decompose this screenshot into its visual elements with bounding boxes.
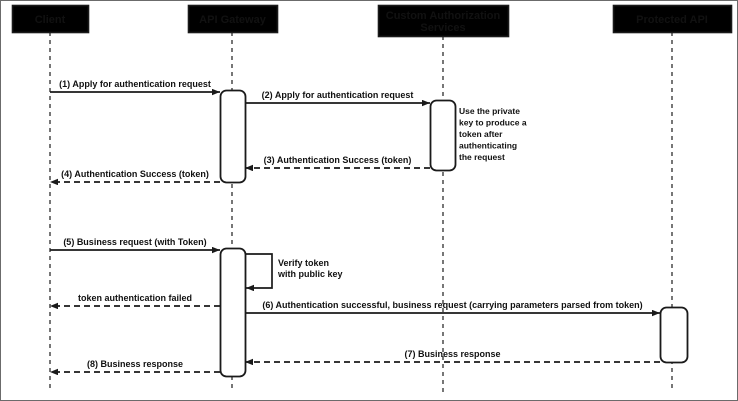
participants-layer: Client API Gateway Custom AuthorizationSer… — [11, 4, 733, 38]
participant-label-line2: Services — [420, 22, 465, 34]
participant-box — [612, 4, 733, 34]
self-message-label-line2: with public key — [277, 269, 343, 279]
message-label: token authentication failed — [78, 293, 192, 303]
participant-client[interactable]: Client — [11, 4, 90, 34]
message-label: (4) Authentication Success (token) — [61, 169, 209, 179]
note-line: the request — [459, 152, 505, 162]
note-line: Use the private — [459, 106, 520, 116]
messages-layer: (1) Apply for authentication request (2) … — [50, 79, 660, 376]
note-line: authenticating — [459, 141, 517, 151]
message-6: (6) Authentication successful, business … — [245, 300, 660, 317]
activation-bar-api — [659, 306, 689, 364]
participant-label: API Gateway — [199, 14, 267, 26]
message-2: (2) Apply for authentication request — [245, 90, 430, 107]
participant-box — [187, 4, 279, 34]
message-5: (5) Business request (with Token) — [50, 237, 220, 254]
message-8: (8) Business response — [50, 359, 220, 376]
activation-bar-authsvc — [429, 99, 457, 172]
note-line: key to produce a — [459, 118, 527, 128]
message-label: (2) Apply for authentication request — [262, 90, 414, 100]
participant-box — [377, 4, 510, 38]
note-line: token after — [459, 129, 503, 139]
participant-api[interactable]: Protected API — [612, 4, 733, 34]
message-label: (8) Business response — [87, 359, 183, 369]
message-label: (6) Authentication successful, business … — [262, 300, 642, 310]
participant-gateway[interactable]: API Gateway — [187, 4, 279, 34]
participant-label: Custom Authorization — [386, 10, 501, 22]
message-1: (1) Apply for authentication request — [50, 79, 220, 96]
message-label: (7) Business response — [404, 349, 500, 359]
message-label: (3) Authentication Success (token) — [264, 155, 412, 165]
message-token-auth-failed: token authentication failed — [50, 293, 220, 310]
message-4: (4) Authentication Success (token) — [50, 169, 220, 186]
participant-label: Protected API — [636, 14, 708, 26]
self-message-label-line1: Verify token — [278, 258, 329, 268]
message-3: (3) Authentication Success (token) — [245, 155, 430, 172]
activation-bar-gateway — [219, 247, 247, 378]
message-label: (5) Business request (with Token) — [63, 237, 206, 247]
activation-bar-gateway — [219, 89, 247, 184]
message-label: (1) Apply for authentication request — [59, 79, 211, 89]
participant-label: Client — [35, 14, 66, 26]
self-message-line — [245, 253, 273, 292]
message-7: (7) Business response — [245, 349, 660, 366]
participant-box — [11, 4, 90, 34]
